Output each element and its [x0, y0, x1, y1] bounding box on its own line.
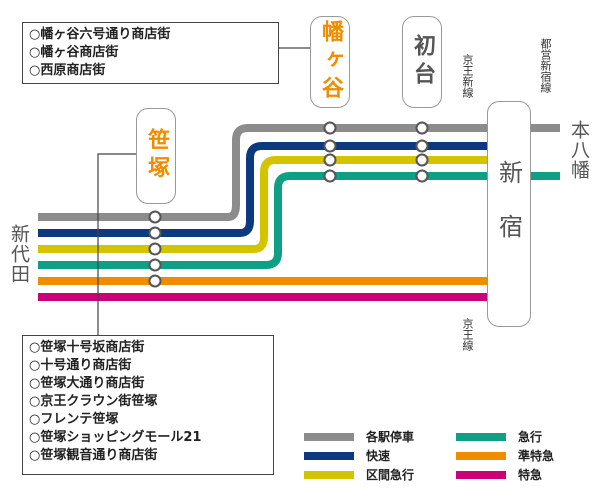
shop-item: ○笹塚十号坂商店街 [29, 340, 145, 355]
legend-label: 各駅停車 [366, 430, 415, 444]
shop-item: ○十号通り商店街 [29, 358, 132, 373]
station-marker [415, 153, 429, 167]
sasazuka-leader [97, 153, 136, 335]
line-local [38, 124, 560, 221]
label-keio-shinsen: 京王新線 [461, 54, 474, 98]
station-marker [323, 139, 337, 153]
station-marker [415, 169, 429, 183]
hatagaya-stops [323, 121, 337, 183]
station-hatagaya[interactable]: 幡ヶ谷 [310, 16, 350, 108]
legend-item-semi-limited: 準特急 [456, 447, 554, 464]
legend-item-rapid: 快速 [304, 447, 390, 464]
shop-item: ○京王クラウン街笹塚 [29, 394, 158, 409]
station-marker [148, 226, 162, 240]
legend-label: 快速 [366, 449, 391, 463]
shop-item: ○幡ヶ谷商店街 [29, 45, 119, 60]
station-marker [323, 169, 337, 183]
terminal-shindaita: 新代田 [8, 224, 30, 284]
station-marker [148, 210, 162, 224]
station-marker [148, 274, 162, 288]
legend-label: 急行 [518, 430, 543, 444]
shop-item: ○フレンテ笹塚 [29, 412, 119, 427]
hatagaya-shops-box: ○幡ヶ谷六号通り商店街 ○幡ヶ谷商店街 ○西原商店街 [22, 22, 279, 84]
hatsudai-stops [415, 121, 429, 183]
shop-item: ○笹塚大通り商店街 [29, 376, 145, 391]
shop-item: ○西原商店街 [29, 63, 106, 78]
legend-swatch [304, 451, 354, 460]
station-shinjuku-label: 新宿 [494, 160, 523, 268]
terminal-motoyawata: 本八幡 [568, 120, 590, 180]
legend-label: 準特急 [518, 449, 555, 463]
line-section-express [38, 156, 490, 253]
line-express [38, 172, 560, 269]
station-hatsudai[interactable]: 初台 [402, 16, 442, 108]
station-marker [148, 242, 162, 256]
label-keio-line: 京王線 [461, 318, 474, 351]
shop-item: ○幡ヶ谷六号通り商店街 [29, 27, 171, 42]
station-marker [415, 121, 429, 135]
label-toei-shinjuku: 都営新宿線 [539, 38, 552, 93]
sasazuka-stops [148, 210, 162, 288]
station-sasazuka[interactable]: 笹塚 [136, 108, 176, 204]
station-marker [323, 121, 337, 135]
line-rapid [38, 142, 490, 237]
legend-swatch [456, 451, 506, 460]
station-marker [148, 258, 162, 272]
legend-label: 特急 [518, 468, 543, 482]
station-hatagaya-label: 幡ヶ谷 [318, 20, 343, 104]
legend-item-section-express: 区間急行 [304, 466, 414, 483]
legend-item-local: 各駅停車 [304, 428, 414, 445]
shop-item: ○笹塚観音通り商店街 [29, 448, 158, 463]
legend-swatch [304, 432, 354, 441]
sasazuka-shops-box: ○笹塚十号坂商店街 ○十号通り商店街 ○笹塚大通り商店街 ○京王クラウン街笹塚 … [22, 335, 274, 475]
station-sasazuka-label: 笹塚 [144, 128, 169, 184]
station-hatsudai-label: 初台 [410, 34, 435, 90]
shop-item: ○笹塚ショッピングモール21 [29, 430, 202, 445]
station-marker [323, 153, 337, 167]
legend-item-express: 急行 [456, 428, 542, 445]
station-marker [415, 139, 429, 153]
legend-swatch [304, 470, 354, 479]
station-shinjuku[interactable]: 新宿 [487, 101, 531, 327]
legend-swatch [456, 470, 506, 479]
legend-swatch [456, 432, 506, 441]
legend-label: 区間急行 [366, 468, 415, 482]
legend-item-limited: 特急 [456, 466, 542, 483]
